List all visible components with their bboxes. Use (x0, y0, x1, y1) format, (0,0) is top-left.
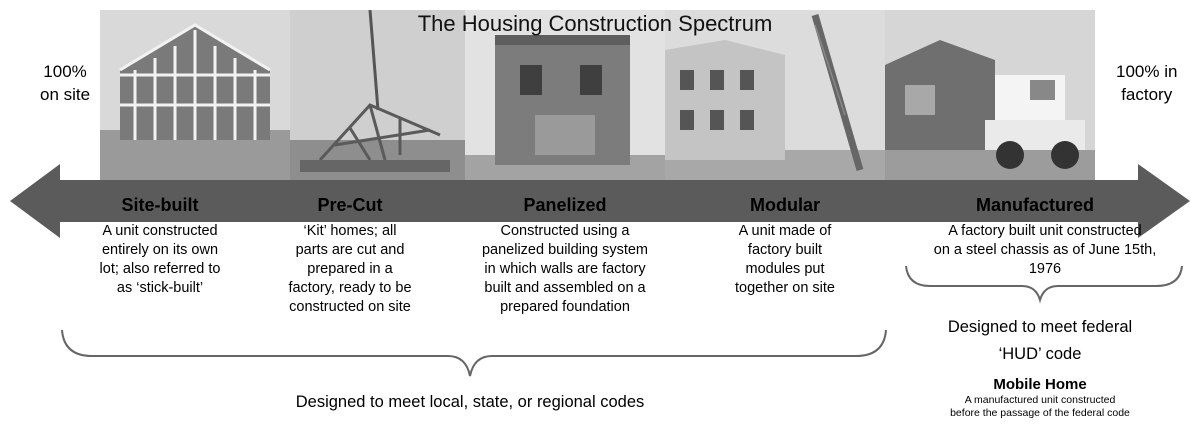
pre-cut-photo (290, 10, 465, 180)
mobile-home-title: Mobile Home (993, 376, 1087, 393)
modular-photo (665, 10, 885, 180)
manufactured-photo (885, 10, 1095, 180)
category-panelized: Panelized (523, 195, 607, 215)
site-built-photo (100, 10, 290, 180)
category-manufactured: Manufactured (975, 195, 1094, 215)
federal-codes-note: Designed to meet federal ‘HUD’ code (947, 318, 1133, 363)
in-factory-percent: 100% in (1116, 62, 1178, 81)
category-pre-cut: Pre-Cut (317, 195, 383, 215)
category-modular: Modular (750, 195, 820, 215)
diagram-title: The Housing Construction Spectrum (417, 11, 773, 36)
local-codes-note: Designed to meet local, state, or region… (295, 393, 645, 411)
federal-codes-brace (905, 265, 1183, 304)
in-factory-text: factory (1121, 85, 1173, 104)
on-site-text: on site (40, 85, 91, 104)
pre-cut-description: ‘Kit’ homes; all parts are cut and prepa… (288, 223, 412, 315)
in-factory-label: 100% in factory (1116, 60, 1177, 106)
mobile-home-note: Mobile Home A manufactured unit construc… (905, 376, 1175, 420)
on-site-label: 100% on site (40, 60, 90, 106)
on-site-percent: 100% (43, 62, 87, 81)
panelized-description: Constructed using a panelized building s… (481, 223, 649, 315)
panelized-photo (465, 10, 665, 180)
manufactured-description: A factory built unit constructed on a st… (933, 223, 1157, 277)
site-built-description: A unit constructed entirely on its own l… (99, 223, 221, 296)
modular-description: A unit made of factory built modules put… (735, 223, 835, 296)
local-codes-brace (61, 329, 887, 377)
category-site-built: Site-built (121, 195, 199, 215)
